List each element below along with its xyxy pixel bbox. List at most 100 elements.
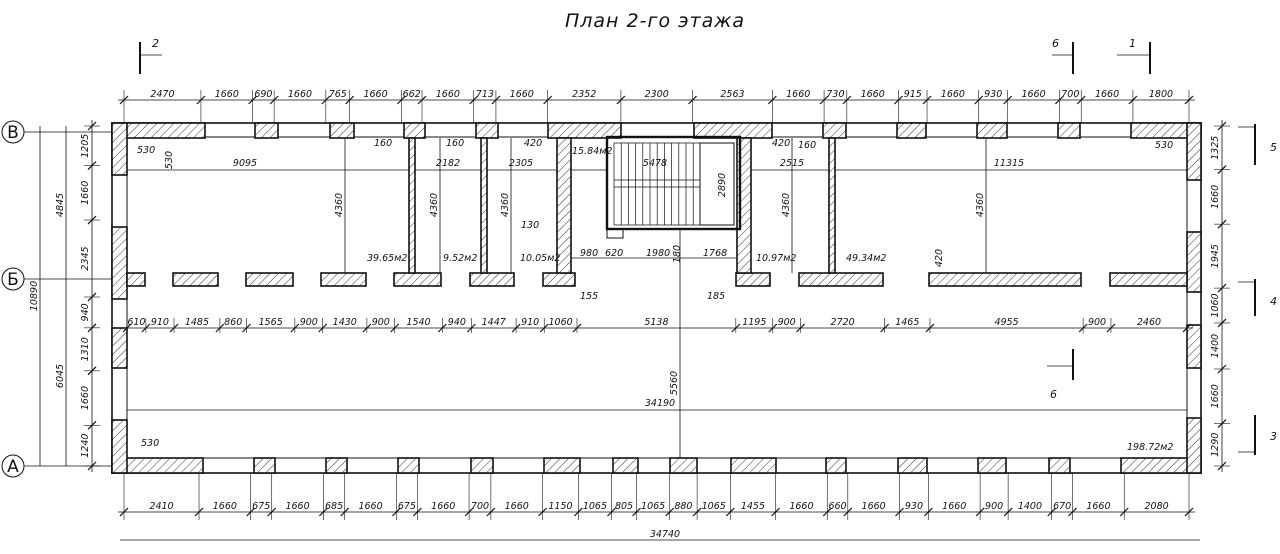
bottom-dim-19: 1660 [862,501,886,512]
bottom-dim-3: 1660 [285,501,309,512]
dim-height-5: 4360 [975,193,986,217]
dim-160-b: 160 [446,138,464,149]
dim-r3-width: 2305 [509,158,533,169]
mid-dim-7: 900 [372,317,390,328]
dim-1768: 1768 [703,248,727,259]
area-room-6: 49.34м2 [846,253,886,264]
left-total: 10890 [29,281,40,311]
section-mark-1: 1 [1117,37,1151,74]
top-dim-12: 2563 [720,89,744,100]
mid-dim-3: 860 [224,317,242,328]
bottom-dim-26: 2080 [1145,501,1169,512]
right-dim-2: 1945 [1210,244,1221,268]
right-dim-1: 1660 [1210,185,1221,209]
mid-dim-1: 910 [151,317,169,328]
axis-row-b: Б [1,267,112,291]
left-dim-4: 1310 [80,337,91,361]
axis-right-numbers: 5 4 3 [1238,124,1277,455]
top-dim-13: 1660 [786,89,810,100]
section-mark-2: 2 [139,37,162,74]
mid-dim-14: 1195 [742,317,766,328]
bottom-dim-6: 675 [398,501,416,512]
bottom-dim-16: 1455 [741,501,765,512]
top-dim-1: 1660 [215,89,239,100]
svg-text:3: 3 [1270,430,1277,443]
area-room-3: 10.05м2 [520,253,560,264]
total-width: 34740 [650,529,680,540]
mid-dim-6: 1430 [333,317,357,328]
dim-stair-width: 5478 [643,158,667,169]
svg-text:Б: Б [7,270,19,290]
svg-text:1: 1 [1129,37,1136,50]
mid-dim-15: 900 [778,317,796,328]
corridor-wall [126,272,1188,287]
dim-420-c: 420 [934,249,945,267]
top-dim-2: 690 [254,89,272,100]
bottom-dim-23: 1400 [1018,501,1042,512]
top-dim-14: 730 [826,89,844,100]
area-room-1: 39.65м2 [367,253,407,264]
svg-text:5: 5 [1270,141,1277,154]
bottom-dim-0: 2410 [149,501,173,512]
bottom-dim-17: 1660 [789,501,813,512]
plan-title: План 2-го этажа [565,10,745,32]
mid-dim-2: 1485 [185,317,209,328]
outer-walls [111,122,1202,474]
dim-180: 180 [672,245,683,263]
left-lower: 6045 [55,364,66,388]
top-dim-5: 1660 [363,89,387,100]
dim-height-1: 4360 [334,193,345,217]
mid-dim-5: 900 [300,317,318,328]
bottom-dim-10: 1150 [548,501,572,512]
bottom-dim-2: 675 [252,501,270,512]
mid-dim-9: 940 [448,317,466,328]
top-dim-4: 765 [329,89,347,100]
top-dim-3: 1660 [288,89,312,100]
dim-160-c: 160 [798,140,816,151]
mid-dim-17: 1465 [895,317,919,328]
left-dim-3: 940 [80,303,91,321]
bottom-dim-24: 670 [1053,501,1071,512]
mid-dim-0: 610 [127,317,145,328]
area-corridor: 198.72м2 [1127,442,1173,453]
partitions [408,137,836,274]
dim-530-b: 530 [164,151,175,169]
left-dim-0: 1205 [80,134,91,158]
dim-155: 155 [580,291,598,302]
bottom-dim-25: 1660 [1086,501,1110,512]
mid-dim-18: 4955 [994,317,1018,328]
top-dim-20: 700 [1061,89,1079,100]
right-dim-4: 1400 [1210,334,1221,358]
right-dim-0: 1325 [1210,136,1221,160]
dim-height-2: 4360 [429,193,440,217]
top-dim-21: 1660 [1095,89,1119,100]
bottom-dim-11: 1065 [583,501,607,512]
dim-185: 185 [707,291,725,302]
dim-420-b: 420 [772,138,790,149]
dim-stair-height: 2890 [717,173,728,197]
section-mark-6-top: 6 [1052,37,1074,74]
dim-height-4: 4360 [781,193,792,217]
bottom-dim-15: 1065 [702,501,726,512]
area-room-2: 9.52м2 [443,253,477,264]
staircase [605,135,742,239]
dim-r5-width: 2515 [780,158,804,169]
top-dim-16: 915 [904,89,922,100]
dim-980: 980 [580,248,598,259]
left-upper: 4845 [55,193,66,217]
bottom-dim-18: 660 [828,501,846,512]
overall-dims: 34740 34190 10890 4845 6045 [29,126,1200,541]
dim-1980: 1980 [646,248,670,259]
left-dim-1: 1660 [80,181,91,205]
dim-r6-width: 11315 [994,158,1024,169]
bottom-dim-14: 880 [674,501,692,512]
top-dim-17: 1660 [941,89,965,100]
svg-text:6: 6 [1052,37,1059,50]
dim-160-a: 160 [374,138,392,149]
left-dim-6: 1240 [80,434,91,458]
right-dim-3: 1060 [1210,293,1221,317]
dim-530-c: 530 [1155,140,1173,151]
